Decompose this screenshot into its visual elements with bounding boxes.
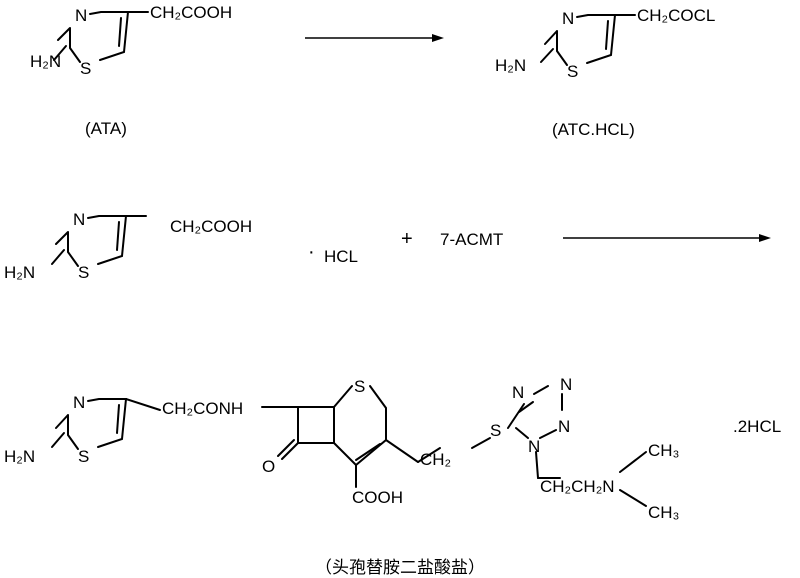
- ata-ring-n: N: [75, 6, 87, 25]
- ceph-sulfur: S: [354, 377, 365, 396]
- ata-ring-s: S: [80, 59, 91, 78]
- product-molecule: N S H₂N CH₂CONH S O COOH CH₂ S N N N N C…: [4, 375, 679, 522]
- atc-label: (ATC.HCL): [552, 120, 635, 139]
- ata-amine: H₂N: [30, 52, 61, 71]
- reactant-ring-n: N: [73, 210, 85, 229]
- ata-side-chain: CH₂COOH: [150, 3, 232, 22]
- salt-dot: ·: [308, 241, 315, 263]
- tetrazole-n1: N: [512, 383, 524, 402]
- ata-molecule: N S H₂N CH₂COOH (ATA): [30, 3, 232, 138]
- side-chain-ethylamine: CH₂CH₂N: [540, 477, 615, 496]
- carboxyl-group: COOH: [352, 488, 403, 507]
- thioether-sulfur: S: [490, 421, 501, 440]
- methyl-1: CH₃: [648, 441, 679, 460]
- atc-amine: H₂N: [495, 56, 526, 75]
- product-ring-s: S: [78, 447, 89, 466]
- tetrazole-n2: N: [560, 375, 572, 394]
- reagent-7acmt: 7-ACMT: [440, 230, 503, 249]
- ata-label: (ATA): [85, 119, 127, 138]
- tetrazole-n3: N: [558, 417, 570, 436]
- atc-ring-n: N: [562, 9, 574, 28]
- salt-hcl: HCL: [324, 247, 358, 266]
- atc-side-chain: CH₂COCL: [637, 6, 715, 25]
- plus-sign: +: [401, 228, 413, 250]
- product-salt: .2HCL: [733, 417, 781, 436]
- reaction-arrow-2: [563, 234, 771, 242]
- reactant-ring-s: S: [78, 263, 89, 282]
- tetrazole-n4: N: [528, 437, 540, 456]
- reactant-amine: H₂N: [4, 263, 35, 282]
- reactant-side-chain: CH₂COOH: [170, 217, 252, 236]
- atc-ring-s: S: [567, 62, 578, 81]
- methyl-2: CH₃: [648, 503, 679, 522]
- methylene-group: CH₂: [420, 450, 451, 469]
- product-caption: （头孢替胺二盐酸盐）: [315, 558, 485, 578]
- product-ring-n: N: [73, 393, 85, 412]
- reactant-molecule: N S H₂N CH₂COOH: [4, 210, 252, 282]
- atc-molecule: N S H₂N CH₂COCL (ATC.HCL): [495, 6, 715, 139]
- keto-oxygen: O: [262, 457, 275, 476]
- product-linker: CH₂CONH: [162, 399, 243, 418]
- reaction-arrow-1: [305, 34, 444, 42]
- product-amine: H₂N: [4, 447, 35, 466]
